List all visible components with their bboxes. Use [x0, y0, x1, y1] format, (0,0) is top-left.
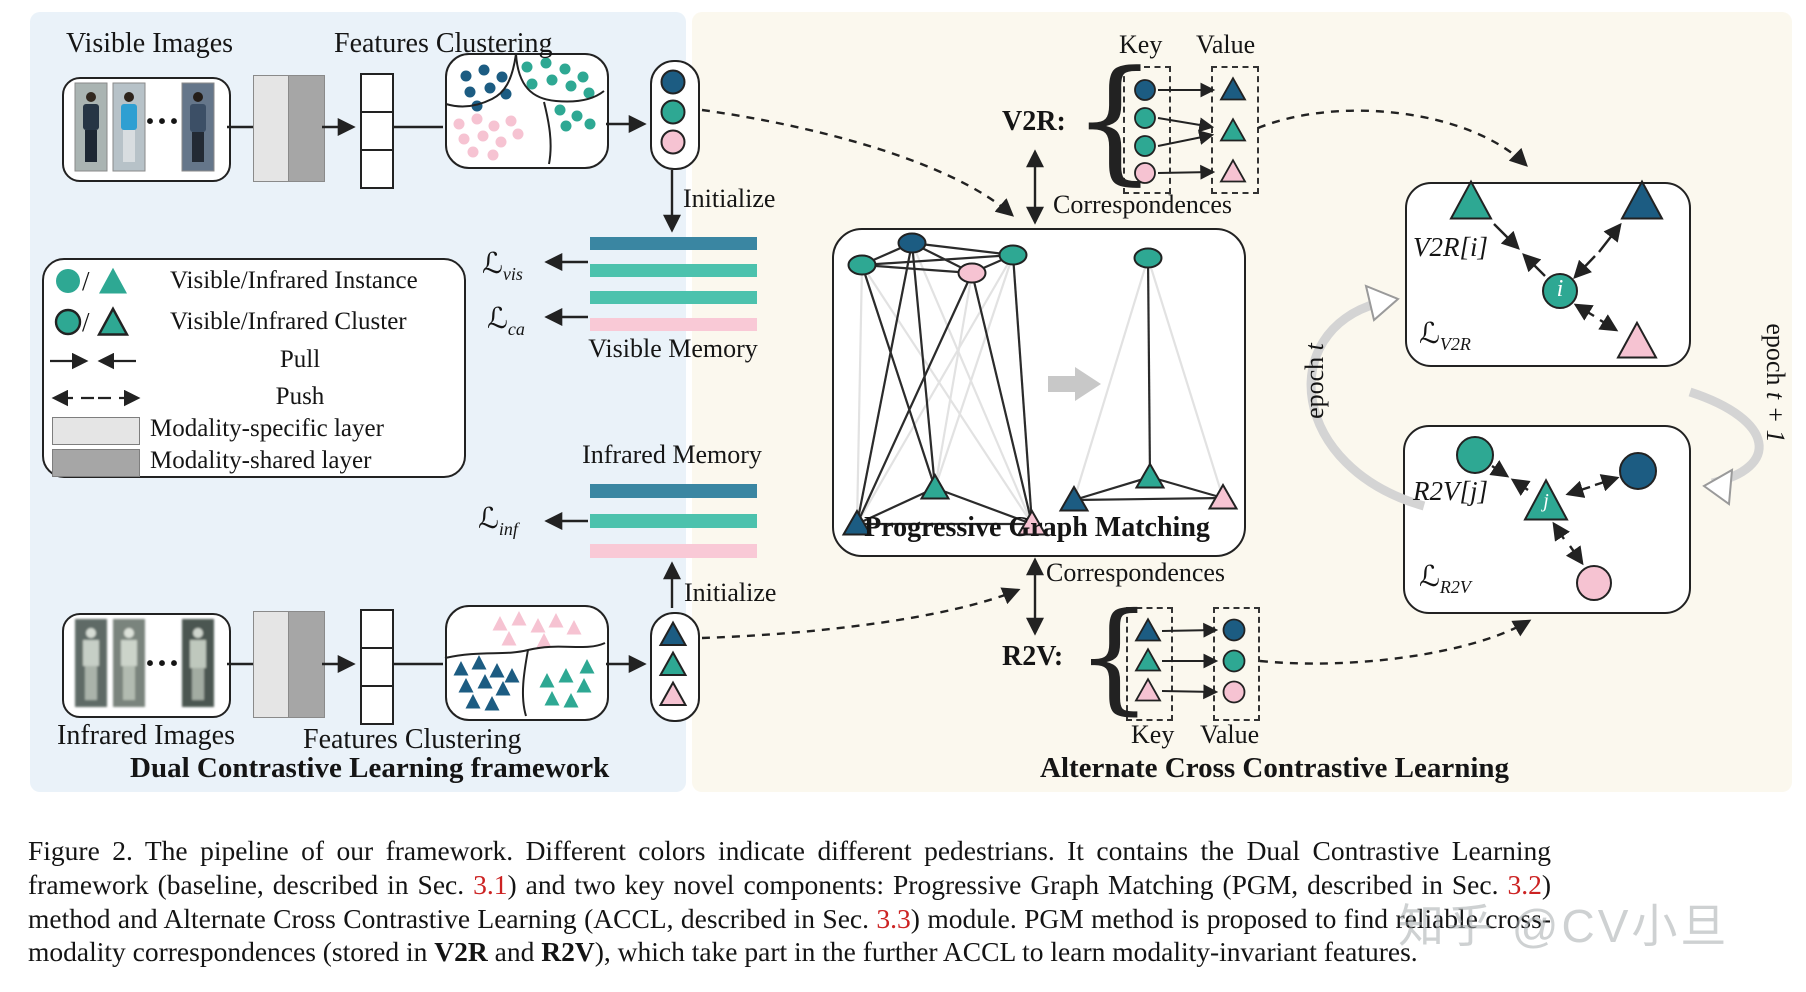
loss-v2r-symbol: ℒ [1419, 316, 1440, 350]
correspondences-bottom-label: Correspondences [1046, 558, 1226, 587]
visible-memory-bar-2 [590, 264, 757, 277]
legend-instance-label: Visible/Infrared Instance [170, 267, 418, 294]
loss-ca-symbol: ℒ [487, 301, 508, 335]
accl-title: Alternate Cross Contrastive Learning [1040, 752, 1510, 784]
visible-ellipsis: ··· [144, 101, 181, 141]
pgm-box [832, 228, 1246, 557]
caption-text: Figure 2. The pipeline of our framework.… [28, 835, 1551, 900]
epoch-t1-word: epoch [1761, 323, 1790, 392]
loss-inf-sub: inf [498, 518, 518, 539]
v2r-key-box [1123, 66, 1171, 194]
visible-memory-bar-3 [590, 291, 757, 304]
legend-shared-label: Modality-shared layer [150, 447, 372, 474]
caption-ref-3-3: 3.3 [876, 902, 911, 934]
epoch-t1-var: t + 1 [1761, 391, 1790, 443]
loss-inf-symbol: ℒ [478, 501, 499, 535]
r2v-brace: { [1076, 588, 1153, 727]
loss-ca-sub: ca [507, 318, 525, 339]
r2v-anchor-node-label: j [1543, 490, 1549, 512]
caption-text: ) module. PGM method is proposed to find… [28, 902, 1551, 968]
modality-shared-layer-bottom [288, 611, 325, 718]
v2r-anchor-node-label: i [1556, 276, 1564, 302]
v2r-value-header: Value [1196, 30, 1256, 59]
infrared-memory-bar-1 [590, 484, 757, 498]
pgm-title: Progressive Graph Matching [864, 512, 1210, 543]
v2r-key-header: Key [1119, 30, 1163, 59]
visible-memory-bar-4 [590, 318, 757, 331]
caption-text: ) and two key novel components: Progress… [507, 868, 1508, 900]
modality-shared-layer-top [288, 75, 325, 182]
loss-vis-label: ℒvis [482, 246, 523, 285]
caption-text: ) method and Alternate Cross Contrastive… [28, 868, 1551, 934]
caption-bold-v2r: V2R [434, 936, 488, 968]
legend-specific-label: Modality-specific layer [150, 415, 384, 442]
r2v-key-box [1126, 607, 1173, 721]
legend-pull-label: Pull [279, 346, 321, 373]
caption-text: ), which take part in the further ACCL t… [594, 936, 1418, 968]
v2r-label: V2R: [1002, 106, 1066, 137]
loss-r2v-sub: R2V [1439, 576, 1471, 597]
initialize-bottom-label: Initialize [684, 578, 777, 607]
loss-v2r-label: ℒV2R [1419, 316, 1471, 355]
loss-r2v-label: ℒR2V [1419, 559, 1471, 598]
loss-ca-label: ℒca [487, 301, 525, 340]
dcl-framework-title: Dual Contrastive Learning framework [130, 752, 610, 784]
features-clustering-bottom-label: Features Clustering [303, 724, 522, 755]
visible-memory-bar-1 [590, 237, 757, 250]
legend-slash-2: / [82, 307, 90, 337]
epoch-t1-label: epoch t + 1 [1760, 298, 1790, 468]
features-column-top [360, 73, 394, 189]
loss-r2v-symbol: ℒ [1419, 559, 1440, 593]
visible-cluster-box [445, 53, 609, 169]
visible-images-label: Visible Images [66, 28, 234, 59]
epoch-t-word: epoch [1300, 350, 1329, 419]
v2r-value-box [1211, 66, 1259, 194]
zhihu-watermark: 知乎 @CV小旦 [1398, 900, 1730, 952]
epoch-t-var: t [1300, 343, 1329, 351]
v2r-brace: { [1072, 42, 1158, 198]
r2v-key-header: Key [1131, 720, 1175, 749]
caption-ref-3-2: 3.2 [1507, 868, 1542, 900]
legend-shared-swatch [52, 449, 140, 477]
correspondences-top-label: Correspondences [1053, 190, 1233, 219]
legend-specific-swatch [52, 417, 140, 445]
loss-v2r-sub: V2R [1439, 333, 1471, 354]
caption-text: and [487, 936, 542, 968]
modality-specific-layer-bottom [253, 611, 290, 718]
loss-vis-sub: vis [502, 263, 523, 284]
infrared-memory-bar-2 [590, 514, 757, 528]
initialize-top-label: Initialize [683, 184, 776, 213]
v2r-box-label: V2R[i] [1413, 232, 1489, 262]
caption-ref-3-1: 3.1 [473, 868, 508, 900]
loss-inf-label: ℒinf [478, 501, 518, 540]
visible-memory-label: Visible Memory [588, 334, 758, 363]
epoch-t-label: epoch t [1300, 311, 1330, 451]
infrared-images-label: Infrared Images [57, 720, 236, 751]
loss-vis-symbol: ℒ [482, 246, 503, 280]
legend-slash-1: / [82, 266, 90, 296]
r2v-value-header: Value [1200, 720, 1260, 749]
infrared-cluster-box [445, 605, 609, 721]
infrared-memory-bar-3 [590, 544, 757, 558]
caption-bold-r2v: R2V [541, 936, 595, 968]
figure-caption: Figure 2. The pipeline of our framework.… [28, 834, 1551, 969]
r2v-value-box [1213, 607, 1260, 721]
features-clustering-top-label: Features Clustering [334, 28, 553, 59]
r2v-box-label: R2V[j] [1413, 476, 1489, 506]
legend-push-label: Push [275, 383, 325, 410]
visible-feature-capsule [650, 60, 700, 170]
features-column-bottom [360, 609, 394, 725]
legend-cluster-label: Visible/Infrared Cluster [170, 308, 407, 335]
infrared-ellipsis: ··· [144, 643, 181, 683]
infrared-memory-label: Infrared Memory [582, 440, 762, 469]
r2v-label: R2V: [1002, 641, 1064, 672]
infrared-feature-capsule [650, 612, 700, 722]
modality-specific-layer-top [253, 75, 290, 182]
